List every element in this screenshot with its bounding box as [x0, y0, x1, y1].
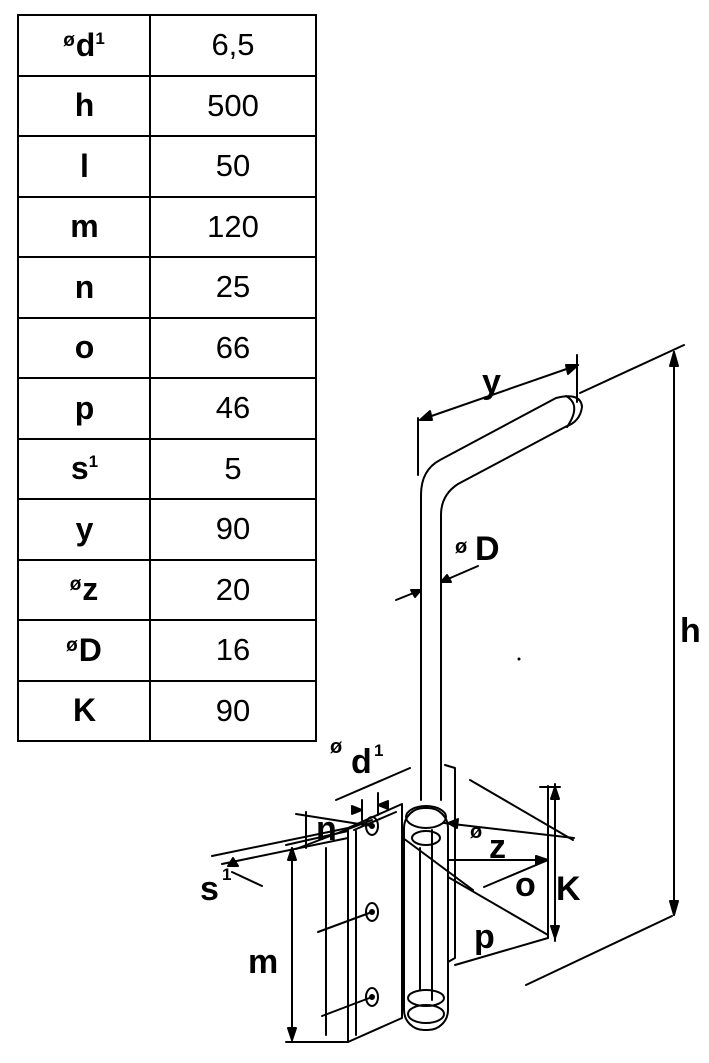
label-hole-diameter-symbol: ø — [330, 736, 343, 758]
dimension-row: ød1 6,5 — [17, 14, 317, 77]
dimension-value: 120 — [149, 195, 317, 258]
dimension-key: y — [75, 510, 94, 547]
dimension-row: K 90 — [17, 679, 317, 742]
dimension-value: 6,5 — [149, 14, 317, 77]
dimension-key-cell: y — [17, 498, 151, 561]
label-k: K — [556, 870, 581, 908]
label-p: p — [474, 918, 495, 956]
dimension-key-superscript: 1 — [88, 452, 99, 472]
hinge-plate — [347, 803, 403, 1043]
dimension-value: 5 — [149, 437, 317, 500]
dimension-m — [285, 830, 349, 1043]
dimension-key: p — [74, 389, 95, 426]
label-n: n — [316, 810, 337, 848]
dimension-value: 20 — [149, 558, 317, 621]
dimension-key-cell: h — [17, 74, 151, 137]
dimension-key: h — [74, 87, 95, 124]
dimension-row: n 25 — [17, 256, 317, 319]
dimension-value: 16 — [149, 619, 317, 682]
label-y: y — [482, 363, 501, 401]
stray-dot — [517, 657, 521, 661]
dimension-key: K — [72, 692, 97, 729]
dimension-key-superscript: 1 — [95, 28, 105, 48]
label-h: h — [680, 612, 701, 650]
dimension-key-cell: s1 — [17, 437, 151, 500]
dimension-row: øD 16 — [17, 619, 317, 682]
label-z-symbol: ø — [470, 821, 483, 843]
dimension-key: z — [82, 571, 99, 608]
dimension-key-cell: n — [17, 256, 151, 319]
dimension-key-cell: øz — [17, 558, 151, 621]
dimension-table: ød1 6,5 h 500 l 50 m 120 n 25 o 66 p 46 … — [17, 14, 317, 742]
dimension-key: d — [75, 26, 96, 63]
diameter-symbol: ø — [69, 574, 82, 596]
label-hole-diameter-superscript: 1 — [374, 741, 383, 760]
label-s1: s — [200, 870, 219, 908]
dimension-row: s1 5 — [17, 437, 317, 500]
dimension-hole-diameter — [335, 767, 411, 821]
dimension-row: y 90 — [17, 498, 317, 561]
dimension-s1 — [211, 827, 349, 887]
label-hole-diameter: d — [351, 743, 372, 781]
dimension-y — [417, 354, 579, 476]
handle-rod — [420, 395, 583, 801]
dimension-key-cell: m — [17, 195, 151, 258]
dimension-key-cell: o — [17, 316, 151, 379]
dimension-row: l 50 — [17, 135, 317, 198]
dimension-value: 500 — [149, 74, 317, 137]
label-z: z — [489, 828, 506, 866]
diameter-symbol: ø — [63, 29, 75, 51]
dimension-row: o 66 — [17, 316, 317, 379]
label-o: o — [515, 866, 536, 904]
dimension-h — [525, 344, 685, 986]
label-rod-diameter: D — [475, 530, 500, 568]
dimension-row: øz 20 — [17, 558, 317, 621]
dimension-key-cell: øD — [17, 619, 151, 682]
hinge-barrel — [403, 805, 449, 1031]
dimension-value: 25 — [149, 256, 317, 319]
dimension-value: 90 — [149, 679, 317, 742]
label-s1-superscript: 1 — [222, 865, 231, 884]
dimension-key: D — [78, 631, 102, 668]
dimension-key-cell: ød1 — [17, 14, 151, 77]
dimension-value: 46 — [149, 377, 317, 440]
dimension-value: 90 — [149, 498, 317, 561]
label-m: m — [248, 943, 278, 981]
dimension-row: h 500 — [17, 74, 317, 137]
dimension-row: p 46 — [17, 377, 317, 440]
dimension-key-cell: l — [17, 135, 151, 198]
dimension-k — [539, 783, 561, 942]
dimension-rod-diameter — [395, 565, 479, 601]
label-rod-diameter-symbol: ø — [455, 536, 468, 558]
dimension-key: n — [74, 268, 95, 305]
back-plate — [444, 764, 456, 963]
dimension-key: s — [70, 450, 89, 487]
diameter-symbol: ø — [66, 634, 78, 656]
dimension-key: o — [74, 329, 95, 366]
dimension-p — [317, 876, 549, 1017]
dimension-row: m 120 — [17, 195, 317, 258]
dimension-value: 50 — [149, 135, 317, 198]
dimension-key: l — [80, 147, 89, 184]
dimension-key-cell: K — [17, 679, 151, 742]
dimension-key-cell: p — [17, 377, 151, 440]
dimension-table-body: ød1 6,5 h 500 l 50 m 120 n 25 o 66 p 46 … — [17, 14, 317, 742]
dimension-value: 66 — [149, 316, 317, 379]
dimension-o — [447, 785, 549, 939]
dimension-key: m — [70, 208, 99, 245]
